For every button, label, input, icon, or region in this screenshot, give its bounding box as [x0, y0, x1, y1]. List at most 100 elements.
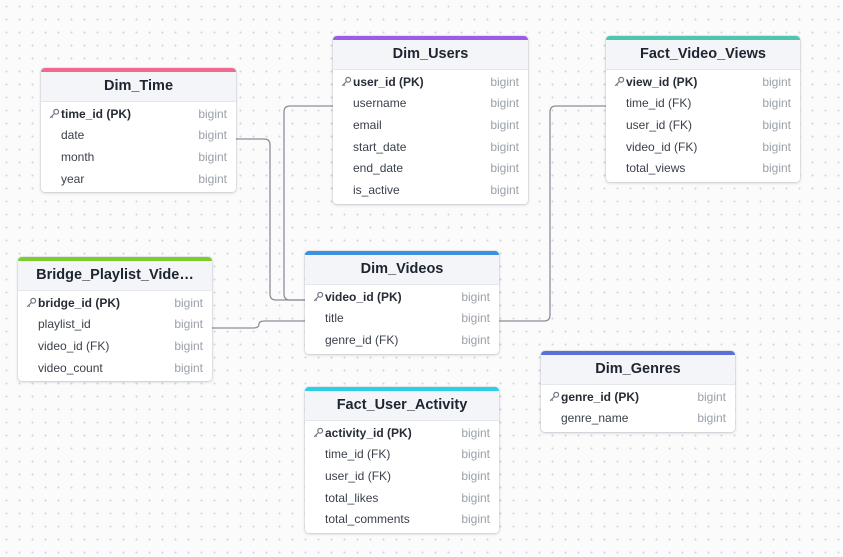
table-title[interactable]: Fact_User_Activity [305, 391, 499, 421]
column-type: bigint [762, 161, 791, 176]
column-row[interactable]: video_id (PK) bigint [305, 286, 499, 308]
table-accent-bar [541, 351, 735, 355]
column-type: bigint [461, 468, 490, 483]
column-name: start_date [353, 139, 407, 154]
column-row[interactable]: time_id (PK) bigint [41, 103, 236, 125]
column-type: bigint [490, 96, 519, 111]
column-row[interactable]: view_id (PK) bigint [606, 71, 800, 93]
column-row[interactable]: total_likes bigint [305, 487, 499, 509]
column-name: total_views [626, 161, 686, 176]
table-title[interactable]: Bridge_Playlist_Vide… [18, 261, 212, 291]
table-dim-genres[interactable]: Dim_Genres genre_id (PK) bigint genre_na… [541, 351, 735, 433]
column-row[interactable]: time_id (FK) bigint [606, 93, 800, 115]
column-type: bigint [762, 139, 791, 154]
key-icon [313, 427, 325, 438]
edge-dimtime-dimvideos[interactable] [236, 138, 305, 301]
column-row[interactable]: user_id (PK) bigint [333, 71, 528, 93]
column-name: end_date [353, 161, 404, 176]
column-type: bigint [697, 389, 726, 404]
column-row[interactable]: activity_id (PK) bigint [305, 422, 499, 444]
column-name: view_id (PK) [626, 74, 698, 89]
column-row[interactable]: start_date bigint [333, 136, 528, 158]
table-title[interactable]: Dim_Videos [305, 255, 499, 285]
column-row[interactable]: end_date bigint [333, 157, 528, 179]
column-name: genre_id (FK) [325, 332, 399, 347]
column-type: bigint [174, 295, 203, 310]
column-type: bigint [174, 317, 203, 332]
column-name: user_id (FK) [626, 117, 693, 132]
column-name: email [353, 117, 382, 132]
table-dim-users[interactable]: Dim_Users user_id (PK) bigint username b… [333, 36, 528, 204]
column-name: title [325, 311, 344, 326]
column-row[interactable]: video_count bigint [18, 357, 212, 379]
column-row[interactable]: time_id (FK) bigint [305, 444, 499, 466]
column-type: bigint [461, 447, 490, 462]
table-dim-time[interactable]: Dim_Time time_id (PK) bigint date bigint… [41, 68, 236, 193]
table-accent-bar [305, 387, 499, 391]
column-row[interactable]: genre_id (FK) bigint [305, 329, 499, 351]
column-row[interactable]: genre_id (PK) bigint [541, 386, 735, 408]
table-accent-bar [18, 257, 212, 261]
column-type: bigint [490, 161, 519, 176]
column-name: activity_id (PK) [325, 425, 412, 440]
column-type: bigint [762, 74, 791, 89]
column-row[interactable]: genre_name bigint [541, 408, 735, 430]
key-icon [313, 291, 325, 302]
table-accent-bar [41, 68, 236, 72]
column-row[interactable]: playlist_id bigint [18, 314, 212, 336]
column-row[interactable]: total_comments bigint [305, 508, 499, 530]
column-name: bridge_id (PK) [38, 295, 121, 310]
table-fact-user-activity[interactable]: Fact_User_Activity activity_id (PK) bigi… [305, 387, 499, 533]
column-name: user_id (PK) [353, 74, 424, 89]
key-icon [341, 76, 353, 87]
column-type: bigint [490, 74, 519, 89]
table-fact-video-views[interactable]: Fact_Video_Views view_id (PK) bigint tim… [606, 36, 800, 182]
column-name: month [61, 149, 95, 164]
column-type: bigint [198, 171, 227, 186]
column-row[interactable]: user_id (FK) bigint [606, 114, 800, 136]
column-name: total_comments [325, 512, 410, 527]
column-row[interactable]: title bigint [305, 308, 499, 330]
column-type: bigint [762, 96, 791, 111]
column-row[interactable]: username bigint [333, 93, 528, 115]
key-icon [614, 76, 626, 87]
column-type: bigint [762, 117, 791, 132]
table-title[interactable]: Dim_Genres [541, 355, 735, 385]
key-icon [49, 108, 61, 119]
column-name: year [61, 171, 85, 186]
column-type: bigint [461, 289, 490, 304]
column-row[interactable]: total_views bigint [606, 157, 800, 179]
column-name: time_id (FK) [626, 96, 692, 111]
column-type: bigint [697, 411, 726, 426]
column-name: time_id (PK) [61, 106, 132, 121]
column-type: bigint [198, 149, 227, 164]
column-type: bigint [461, 425, 490, 440]
table-accent-bar [606, 36, 800, 40]
table-title[interactable]: Dim_Users [333, 40, 528, 70]
column-row[interactable]: is_active bigint [333, 179, 528, 201]
column-type: bigint [461, 332, 490, 347]
column-type: bigint [198, 128, 227, 143]
column-name: total_likes [325, 490, 379, 505]
table-accent-bar [305, 251, 499, 255]
column-row[interactable]: user_id (FK) bigint [305, 465, 499, 487]
table-title[interactable]: Fact_Video_Views [606, 40, 800, 70]
column-row[interactable]: video_id (FK) bigint [606, 136, 800, 158]
column-row[interactable]: month bigint [41, 146, 236, 168]
column-name: user_id (FK) [325, 468, 392, 483]
table-dim-videos[interactable]: Dim_Videos video_id (PK) bigint title bi… [305, 251, 499, 354]
column-name: genre_id (PK) [561, 389, 640, 404]
column-row[interactable]: bridge_id (PK) bigint [18, 292, 212, 314]
column-row[interactable]: year bigint [41, 168, 236, 190]
edge-bridge-dimvideos[interactable] [212, 320, 305, 329]
column-row[interactable]: email bigint [333, 114, 528, 136]
column-name: video_id (FK) [626, 139, 698, 154]
column-name: video_count [38, 360, 103, 375]
table-title[interactable]: Dim_Time [41, 72, 236, 102]
column-row[interactable]: video_id (FK) bigint [18, 335, 212, 357]
column-type: bigint [461, 512, 490, 527]
table-bridge-playlist-video[interactable]: Bridge_Playlist_Vide… bridge_id (PK) big… [18, 257, 212, 382]
column-row[interactable]: date bigint [41, 125, 236, 147]
column-name: video_id (PK) [325, 289, 402, 304]
